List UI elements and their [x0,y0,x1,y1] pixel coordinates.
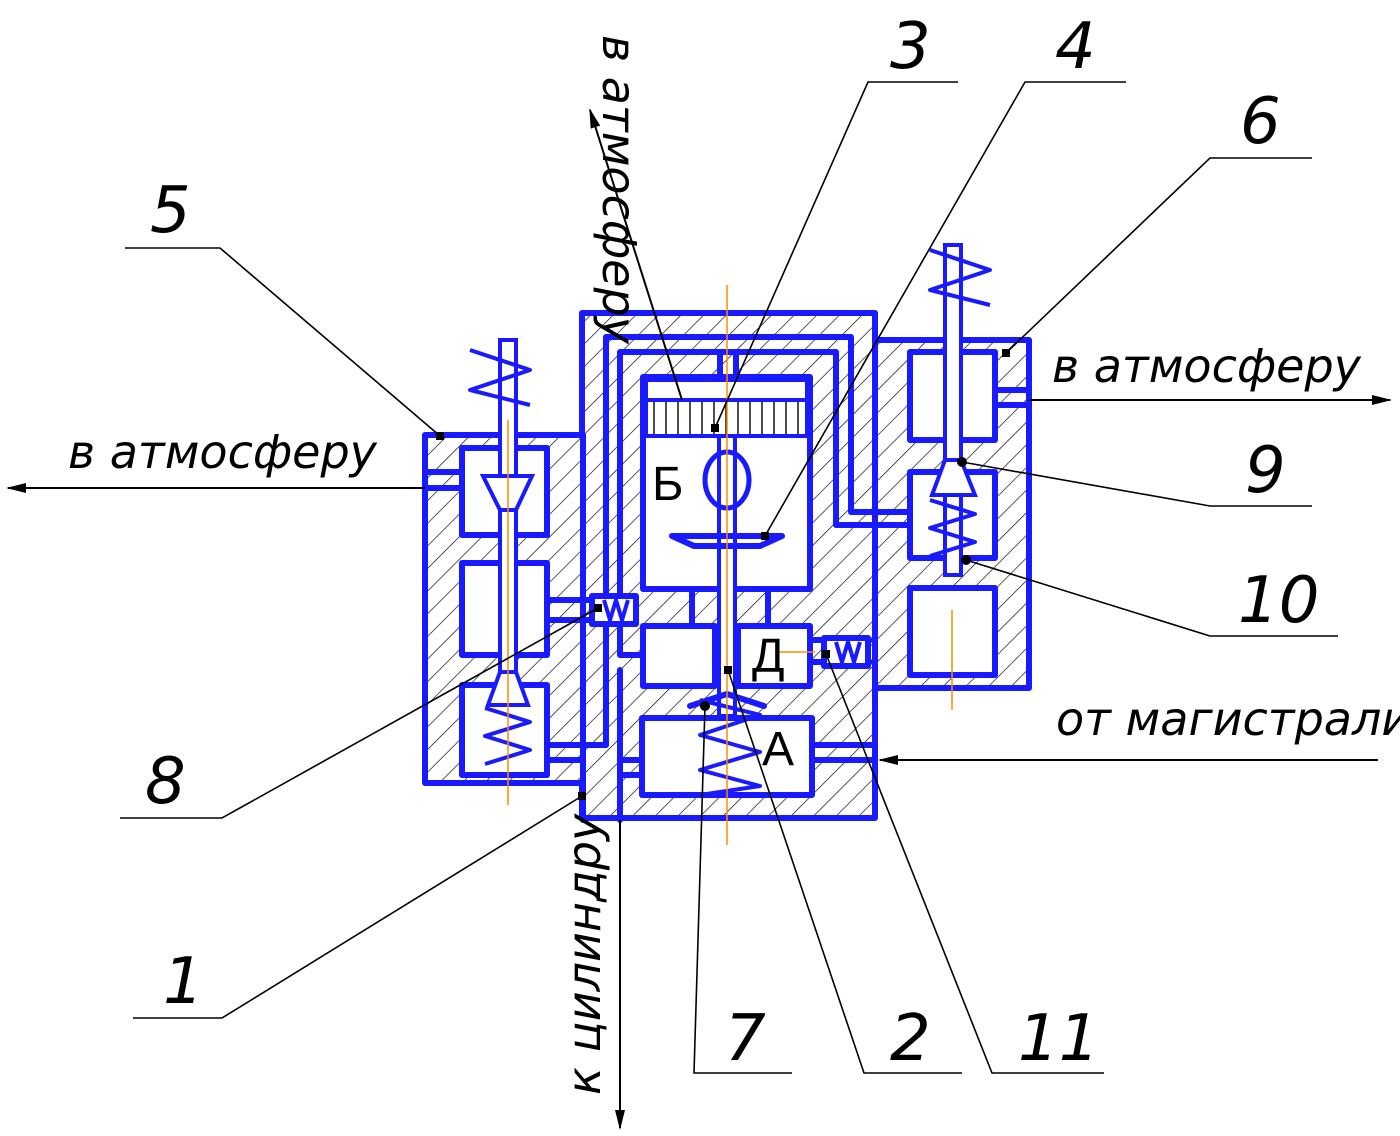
flow-arrows [6,108,1392,1130]
chamber-a-label: А [762,723,794,776]
right-valve [907,243,1032,678]
callout-4: 4 [1055,10,1096,84]
flow-labels: в атмосферу в атмосферу от магистрали в … [68,35,1400,1095]
label-atm-top: в атмосферу [592,35,646,345]
axis-lines [507,285,953,845]
label-atm-left: в атмосферу [68,425,378,479]
check-valve-11 [821,635,871,669]
label-to-cylinder: к цилиндру [557,813,611,1095]
chamber-letters: Б Д А [652,458,794,776]
label-atm-right: в атмосферу [1052,339,1362,393]
callout-10: 10 [1238,564,1319,638]
chamber-middle [640,623,718,689]
leader-lines [120,81,1338,1074]
label-from-main: от магистрали [1056,692,1400,746]
chamber-d [735,623,813,689]
chamber-d-label: Д [752,630,785,683]
callout-numbers: 5 3 4 6 9 10 8 1 7 2 11 [145,10,1319,1076]
chamber-b-label: Б [652,458,684,511]
callout-2: 2 [890,1002,931,1076]
leader-dots [436,349,1010,800]
callout-3: 3 [890,10,931,84]
callout-5: 5 [150,174,191,248]
callout-7: 7 [725,1002,766,1076]
callout-8: 8 [145,745,186,819]
callout-9: 9 [1245,434,1286,508]
callout-6: 6 [1240,85,1281,159]
callout-1: 1 [163,945,204,1019]
callout-11: 11 [1018,1002,1099,1076]
